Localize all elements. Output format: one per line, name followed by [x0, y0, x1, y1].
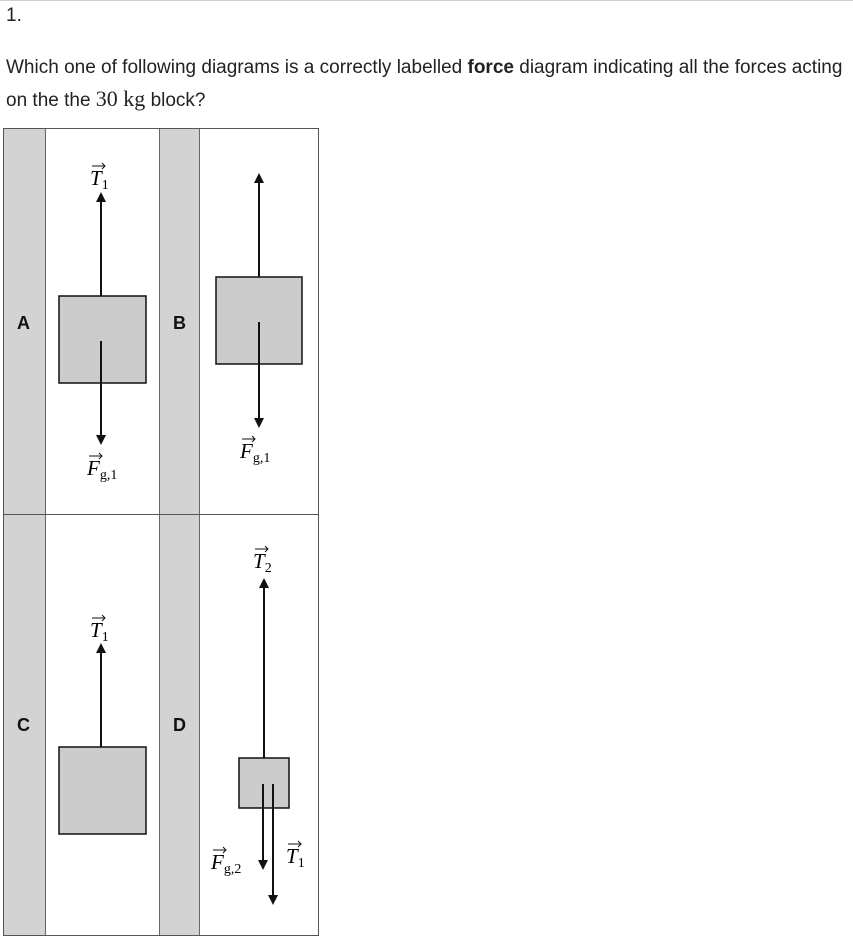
diagram-c[interactable]: T1 — [58, 618, 147, 835]
question-text-bold: force — [467, 57, 514, 78]
diagram-d[interactable]: T2 Fg,2 T1 — [210, 549, 305, 905]
question-number: 1. — [6, 5, 22, 26]
diagram-c-top-label: T1 — [90, 618, 109, 645]
question-text-end: block? — [145, 90, 206, 111]
question-text-part2: diagram indicating all the forces acting… — [6, 57, 843, 111]
top-divider — [0, 0, 853, 1]
question-mass: 30 kg — [95, 86, 146, 111]
question-text-part1: Which one of following diagrams is a cor… — [6, 57, 468, 78]
label-column-left — [4, 129, 46, 935]
row-divider — [4, 514, 318, 515]
diagram-a-top-label: T1 — [90, 166, 109, 193]
diagram-c-block — [58, 746, 147, 835]
diagram-a[interactable]: T1 Fg,1 — [58, 166, 147, 483]
diagram-d-left-label: Fg,2 — [210, 850, 241, 877]
diagram-d-right-label: T1 — [286, 844, 305, 871]
question-text: Which one of following diagrams is a cor… — [6, 52, 846, 116]
label-column-right — [159, 129, 200, 935]
option-a-label[interactable]: A — [17, 313, 30, 333]
diagram-a-bottom-label: Fg,1 — [86, 456, 117, 483]
options-grid: A B C D T1 Fg,1 Fg,1 T1 — [3, 128, 319, 936]
vector-accents — [89, 162, 302, 854]
diagram-a-block — [58, 295, 147, 384]
option-b-label[interactable]: B — [173, 313, 186, 333]
diagram-b-bottom-label: Fg,1 — [239, 439, 270, 466]
option-d-label[interactable]: D — [173, 715, 186, 735]
diagram-b[interactable]: Fg,1 — [215, 173, 303, 466]
force-diagrams: T1 Fg,1 Fg,1 T1 T2 Fg,2 T1 — [58, 162, 305, 905]
diagram-d-top-label: T2 — [253, 549, 272, 576]
option-c-label[interactable]: C — [17, 715, 30, 735]
